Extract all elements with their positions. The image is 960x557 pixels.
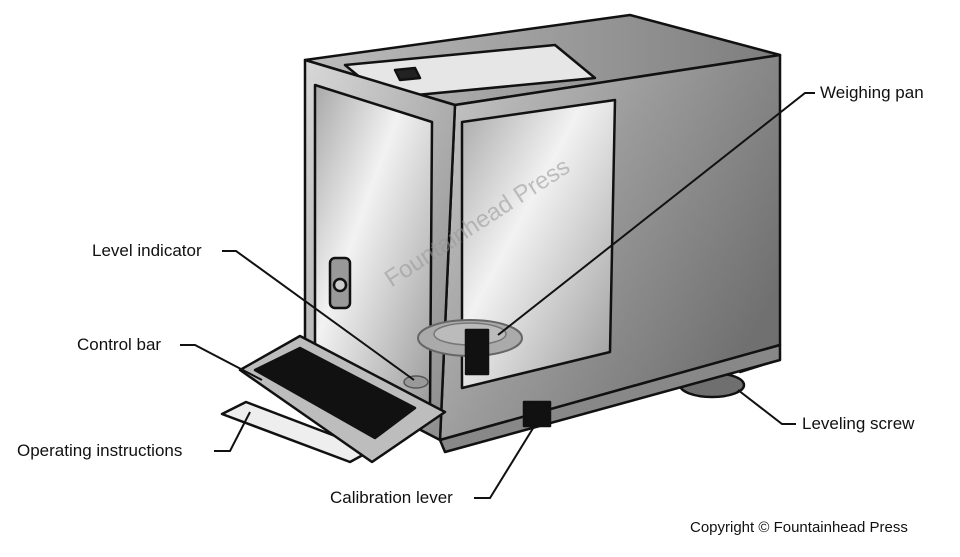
label-weighing-pan: Weighing pan xyxy=(820,83,924,102)
front-glass-door xyxy=(460,98,617,390)
leader-weighing-pan xyxy=(497,92,815,336)
leader-level-indicator xyxy=(222,250,415,381)
label-leveling-screw: Leveling screw xyxy=(802,414,915,433)
label-level-indicator: Level indicator xyxy=(92,241,202,260)
control-panel-display xyxy=(253,346,417,440)
label-control-bar: Control bar xyxy=(77,335,162,354)
leader-control-bar xyxy=(180,344,263,381)
leader-calibration-lever xyxy=(474,424,536,499)
copyright-notice: Copyright © Fountainhead Press xyxy=(690,519,908,536)
calibration-lever-block xyxy=(522,400,552,428)
level-indicator xyxy=(403,375,429,389)
label-operating-instructions: Operating instructions xyxy=(17,441,183,460)
leader-leveling-screw xyxy=(737,389,796,425)
leader-operating-instructions xyxy=(214,411,251,452)
label-calibration-lever: Calibration lever xyxy=(330,488,453,507)
